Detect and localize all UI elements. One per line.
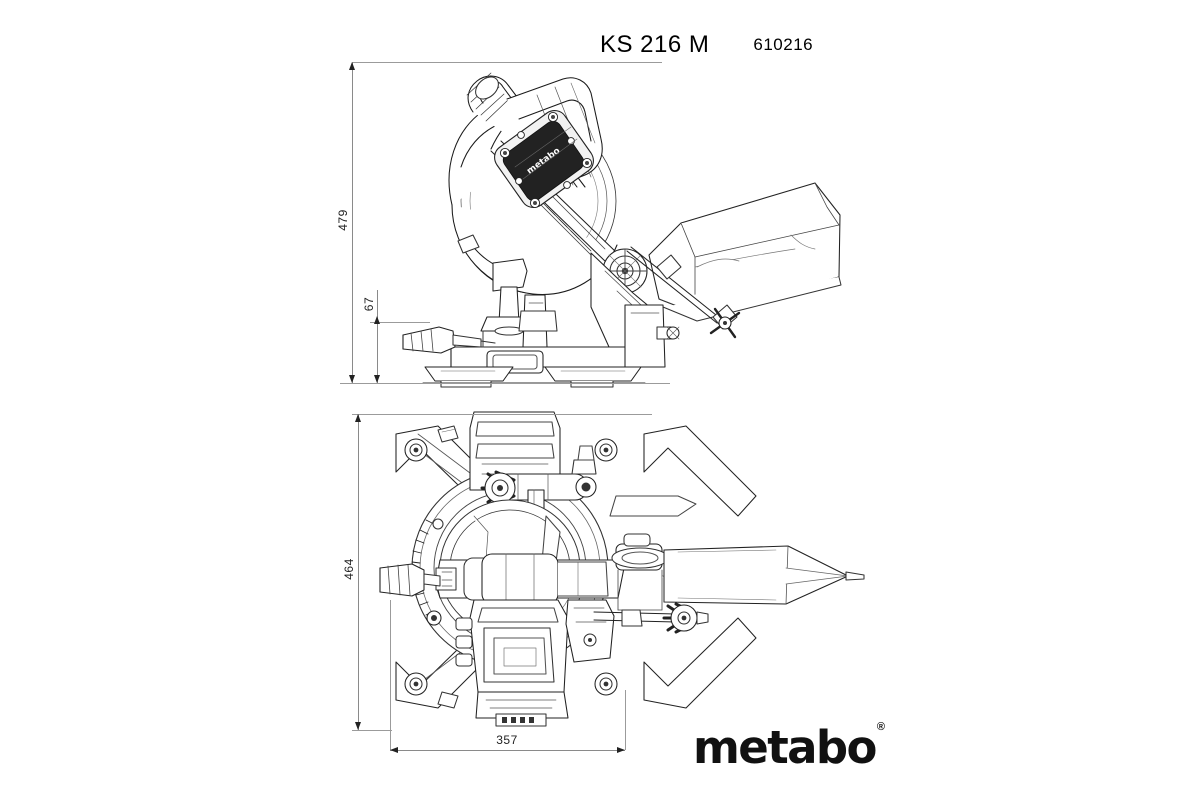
extension-line-bottom <box>352 730 392 731</box>
arrow-up-icon <box>374 316 380 324</box>
dimension-line <box>377 290 378 383</box>
arrow-down-icon <box>349 375 355 383</box>
order-number: 610216 <box>753 35 814 54</box>
dimension-line <box>390 750 625 751</box>
arrow-up-icon <box>355 414 361 422</box>
registered-trademark-icon: ® <box>876 721 885 733</box>
extension-line-right <box>625 690 626 750</box>
dimension-value-479: 479 <box>336 209 350 231</box>
extension-line-bottom <box>340 383 670 384</box>
dimension-value-464: 464 <box>342 558 356 580</box>
dimension-value-357: 357 <box>496 733 518 747</box>
dimension-value-67: 67 <box>362 296 376 312</box>
dimension-line <box>352 62 353 383</box>
arrow-down-icon <box>374 375 380 383</box>
extension-line-top <box>352 62 662 63</box>
model-name: KS 216 M <box>600 31 710 58</box>
arrow-down-icon <box>355 722 361 730</box>
extension-line-table-top <box>370 322 430 323</box>
side-view-drawing: metabo <box>395 55 865 390</box>
arrow-right-icon <box>617 747 625 753</box>
extension-line-left <box>390 600 391 750</box>
title-block: KS 216 M 610216 <box>600 28 1020 62</box>
brand-wordmark: metabo <box>693 721 877 774</box>
extension-line-top <box>352 414 652 415</box>
dimension-line <box>358 414 359 730</box>
front-view-drawing <box>378 411 878 737</box>
arrow-up-icon <box>349 62 355 70</box>
metabo-logo: metabo ® <box>693 721 885 778</box>
arrow-left-icon <box>390 747 398 753</box>
